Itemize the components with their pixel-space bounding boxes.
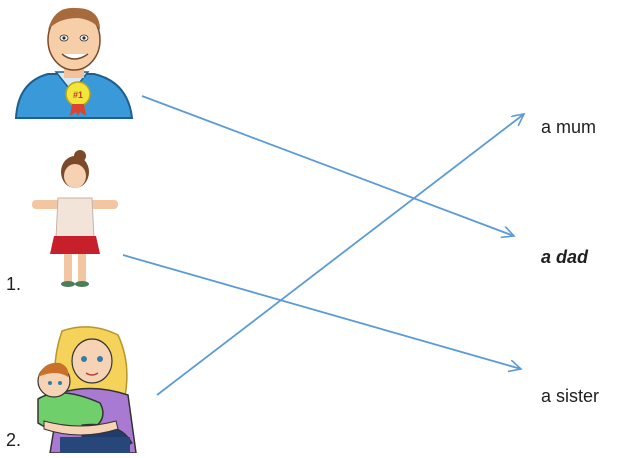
arrow-mum-to-a-mum (157, 114, 524, 395)
man-with-badge-icon: #1 (8, 0, 138, 120)
mum-with-child-picture (20, 325, 160, 453)
mother-holding-child-icon (20, 325, 160, 453)
word-a-dad: a dad (541, 247, 588, 268)
dad-picture: #1 (8, 0, 138, 120)
svg-text:#1: #1 (73, 90, 83, 100)
arrow-girl-to-a-sister (123, 255, 521, 369)
girl-icon (30, 150, 120, 290)
number-label-2: 2. (6, 430, 21, 451)
word-a-mum: a mum (541, 117, 596, 138)
word-a-sister: a sister (541, 386, 599, 407)
girl-picture (30, 150, 120, 290)
arrow-dad-to-a-dad (142, 96, 514, 236)
number-label-1: 1. (6, 274, 21, 295)
